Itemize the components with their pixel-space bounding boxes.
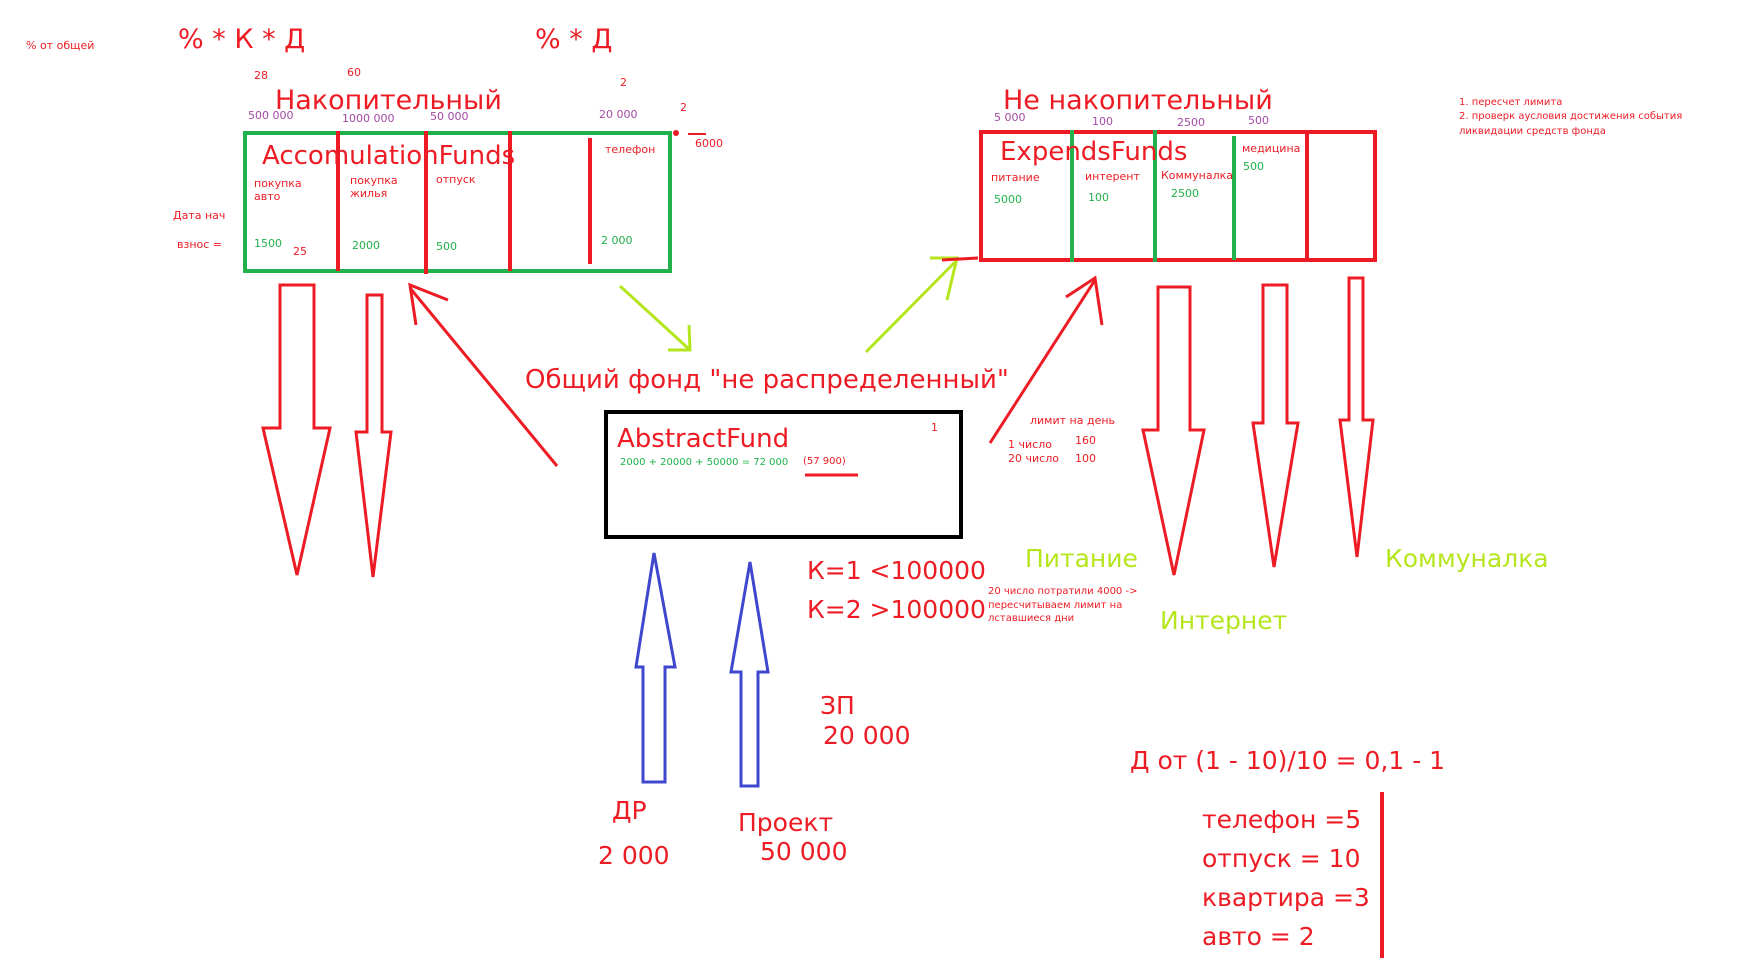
output-internet: Интернет [1160, 606, 1288, 635]
accum-col-label-1: покупка авто [254, 177, 302, 203]
expend-col-label-2: интерент [1085, 170, 1140, 183]
abstract-sum-note: (57 900) [803, 456, 846, 467]
contribution-label: взнос = [177, 238, 223, 251]
lime-arrow-down-head [668, 324, 692, 352]
pct-of-total-label: % от общей [26, 39, 95, 52]
expend-out-arrow-2 [1251, 283, 1300, 568]
red-arrow-to-accum [408, 287, 559, 467]
expend-heading: Не накопительный [1003, 85, 1273, 116]
lime-arrow-up-line [864, 260, 957, 354]
priority-phone: телефон =5 [1202, 805, 1362, 834]
limit-day-2: 20 число [1008, 452, 1059, 465]
limit-value-2: 100 [1075, 452, 1096, 465]
expend-out-arrow-1 [1141, 285, 1206, 576]
accum-heading: Накопительный [275, 85, 502, 116]
expend-target-4: 500 [1248, 114, 1269, 127]
output-utilities: Коммуналка [1385, 544, 1549, 573]
formula-pkd: % * К * Д [178, 24, 306, 55]
abstract-class-name: AbstractFund [617, 424, 790, 454]
expend-target-3: 2500 [1177, 116, 1205, 129]
accum-target-2: 1000 000 [342, 112, 395, 125]
accum-out-arrow-1 [261, 283, 332, 576]
date-start-label: Дата нач [173, 209, 226, 222]
formula-pd: % * Д [535, 24, 613, 55]
abstract-num-1: 1 [931, 421, 938, 434]
limit-note: 20 число потратили 4000 -> пересчитываем… [988, 586, 1138, 624]
accum-col-label-3: отпуск [436, 173, 476, 186]
salary-value: 20 000 [823, 721, 911, 750]
expend-col-label-1: питание [991, 171, 1040, 184]
output-food: Питание [1025, 544, 1138, 573]
expend-col-label-4: медицина [1242, 142, 1301, 155]
accum-small-num-3: 2 [620, 76, 627, 89]
accum-small-num-4: 2 [680, 101, 687, 114]
accum-side-6000: 6000 [695, 137, 723, 150]
accum-col-value-2: 2000 [352, 239, 380, 252]
expend-target-1: 5 000 [994, 111, 1026, 124]
accum-target-3: 50 000 [430, 110, 469, 123]
k-rule-1: К=1 <100000 [807, 556, 986, 585]
abstract-fund-box [604, 410, 963, 539]
income-arrow-dr [634, 552, 677, 784]
accum-small-num-1: 28 [254, 69, 268, 82]
dr-value: 2 000 [598, 841, 670, 870]
common-fund-title: Общий фонд "не распределенный" [525, 365, 1009, 395]
expend-note-2: 2. проверк аусловия достижения события [1459, 111, 1683, 122]
expend-class-name: ExpendsFunds [1000, 137, 1188, 167]
expend-col-label-3: Коммуналка [1161, 169, 1233, 182]
accum-col-value-3: 500 [436, 240, 457, 253]
accum-extra-25: 25 [293, 245, 307, 258]
red-dot [673, 130, 679, 136]
priority-apartment: квартира =3 [1202, 883, 1370, 912]
expend-target-2: 100 [1092, 115, 1113, 128]
accum-col-value-4: 2 000 [601, 234, 633, 247]
limit-day-1: 1 число [1008, 438, 1052, 451]
limit-value-1: 160 [1075, 434, 1096, 447]
red-arrow-to-expend [988, 279, 1097, 444]
accum-target-4: 20 000 [599, 108, 638, 121]
project-label: Проект [738, 808, 834, 837]
priority-vacation: отпуск = 10 [1202, 844, 1361, 873]
project-value: 50 000 [760, 837, 848, 866]
d-formula: Д от (1 - 10)/10 = 0,1 - 1 [1130, 746, 1446, 775]
limit-title: лимит на день [1030, 414, 1116, 427]
red-arrow-to-accum-head [408, 282, 449, 326]
accum-col-label-4: телефон [605, 143, 656, 156]
accum-col-label-2: покупка жилья [350, 174, 398, 200]
accum-col-value-1: 1500 [254, 237, 282, 250]
accum-out-arrow-2 [354, 293, 393, 578]
dr-label: ДР [612, 796, 647, 825]
accumulation-fund-box [243, 131, 672, 273]
expends-fund-box [979, 130, 1377, 262]
accum-class-name: AccomulationFunds [262, 141, 516, 171]
salary-label: ЗП [820, 691, 855, 720]
expend-col-value-4: 500 [1243, 160, 1264, 173]
accum-small-num-2: 60 [347, 66, 361, 79]
red-stub-line [941, 256, 979, 262]
expend-col-value-2: 100 [1088, 191, 1109, 204]
expend-note-1: 1. пересчет лимита [1459, 97, 1563, 108]
k-rule-2: К=2 >100000 [807, 595, 986, 624]
lime-arrow-down-line [618, 284, 692, 352]
priority-car: авто = 2 [1202, 922, 1315, 951]
accum-target-1: 500 000 [248, 109, 294, 122]
abstract-sum-formula: 2000 + 20000 + 50000 = 72 000 [620, 457, 789, 468]
red-arrow-to-expend-head [1065, 275, 1104, 326]
income-arrow-project [729, 561, 770, 788]
expend-note-3: ликвидации средств фонда [1459, 126, 1606, 137]
expend-col-value-3: 2500 [1171, 187, 1199, 200]
expend-col-value-1: 5000 [994, 193, 1022, 206]
expend-out-arrow-3 [1338, 276, 1375, 558]
